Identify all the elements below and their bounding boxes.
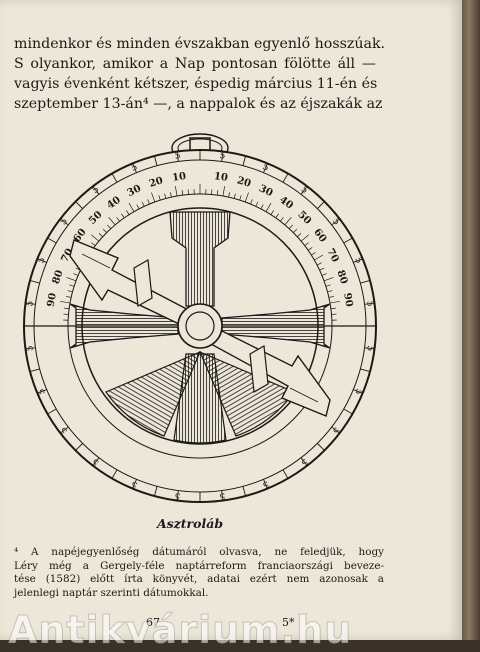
footnote-line: tése (1582) előtt írta könyvét, adatai e…	[14, 573, 384, 587]
book-page: mindenkor és minden évszakban egyenlő ho…	[0, 0, 462, 640]
body-line: S olyankor, amikor a Nap pontosan fölött…	[14, 54, 376, 74]
body-line: szeptember 13-án⁴ —, a nappalok és az éj…	[14, 94, 376, 114]
footnote-line: Léry még a Gergely-féle naptárreform fra…	[14, 560, 384, 574]
degree-label: 10	[213, 171, 228, 184]
degree-label: 10	[171, 171, 186, 184]
figure-caption: Asztroláb	[0, 516, 380, 531]
center-pin	[178, 304, 222, 348]
body-paragraph: mindenkor és minden évszakban egyenlő ho…	[14, 34, 376, 114]
book-edge	[462, 0, 480, 640]
footnote: ⁴ A napéjegyenlőség dátumáról olvasva, n…	[14, 546, 384, 600]
footnote-line: ⁴ A napéjegyenlőség dátumáról olvasva, n…	[14, 546, 384, 560]
watermark: Antikvárium.hu	[8, 608, 352, 652]
footnote-line: jelenlegi naptár szerinti dátumokkal.	[14, 587, 384, 601]
body-line: mindenkor és minden évszakban egyenlő ho…	[14, 34, 376, 54]
body-line: vagyis évenként kétszer, éspedig március…	[14, 74, 376, 94]
